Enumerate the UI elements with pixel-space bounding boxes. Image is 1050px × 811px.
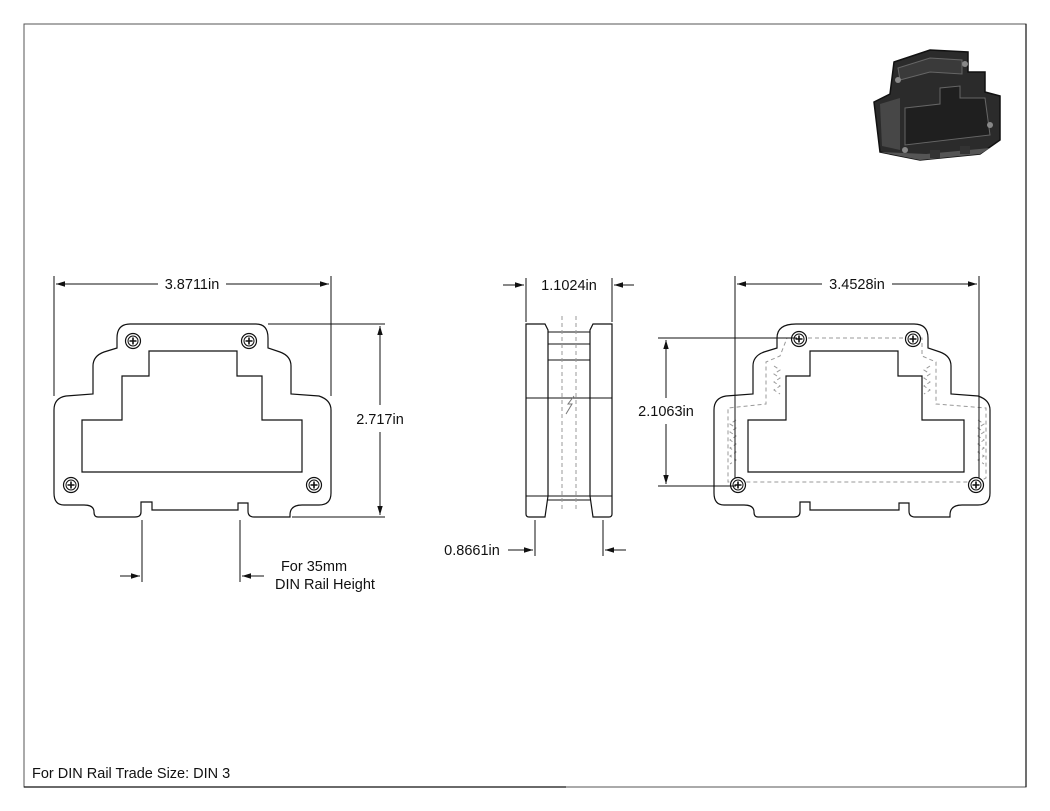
- dim-front-height-label: 2.717in: [356, 412, 404, 428]
- dim-din-rail: For 35mm DIN Rail Height: [120, 520, 375, 593]
- dim-side-inner-label: 0.8661in: [444, 543, 500, 559]
- rear-screw-top-left-icon: [790, 330, 808, 348]
- dim-side-width: 1.1024in: [503, 278, 634, 322]
- dim-rear-width: 3.4528in: [734, 276, 980, 478]
- rear-view-window: [747, 350, 965, 473]
- rear-screw-bottom-left-icon: [729, 476, 747, 494]
- side-view: [525, 316, 613, 518]
- rear-screw-top-right-icon: [904, 330, 922, 348]
- dim-rear-height-label: 2.1063in: [638, 404, 694, 420]
- dim-front-width: 3.8711in: [53, 276, 332, 396]
- screw-top-left-icon: [124, 332, 142, 350]
- trade-size-note: For DIN Rail Trade Size: DIN 3: [32, 766, 230, 782]
- rear-view-hidden-profile: [727, 337, 987, 483]
- front-view: [53, 323, 332, 518]
- dim-side-width-label: 1.1024in: [541, 278, 597, 294]
- side-view-right-plate: [589, 323, 613, 518]
- screw-bottom-right-icon: [305, 476, 323, 494]
- dim-side-inner: 0.8661in: [444, 520, 626, 559]
- side-view-left-plate: [525, 323, 549, 518]
- din-rail-label-line2: DIN Rail Height: [275, 577, 375, 593]
- rear-view: [713, 323, 991, 518]
- rear-screw-bottom-right-icon: [967, 476, 985, 494]
- din-rail-label-line1: For 35mm: [281, 559, 347, 575]
- dim-rear-width-label: 3.4528in: [829, 277, 885, 293]
- dim-front-height: 2.717in: [268, 323, 404, 518]
- dim-rear-height: 2.1063in: [638, 337, 797, 487]
- screw-bottom-left-icon: [62, 476, 80, 494]
- screw-top-right-icon: [240, 332, 258, 350]
- iso-preview-image: [873, 49, 1001, 161]
- front-view-window: [81, 350, 303, 473]
- drawing-frame: [23, 23, 1027, 788]
- dim-front-width-label: 3.8711in: [165, 277, 220, 293]
